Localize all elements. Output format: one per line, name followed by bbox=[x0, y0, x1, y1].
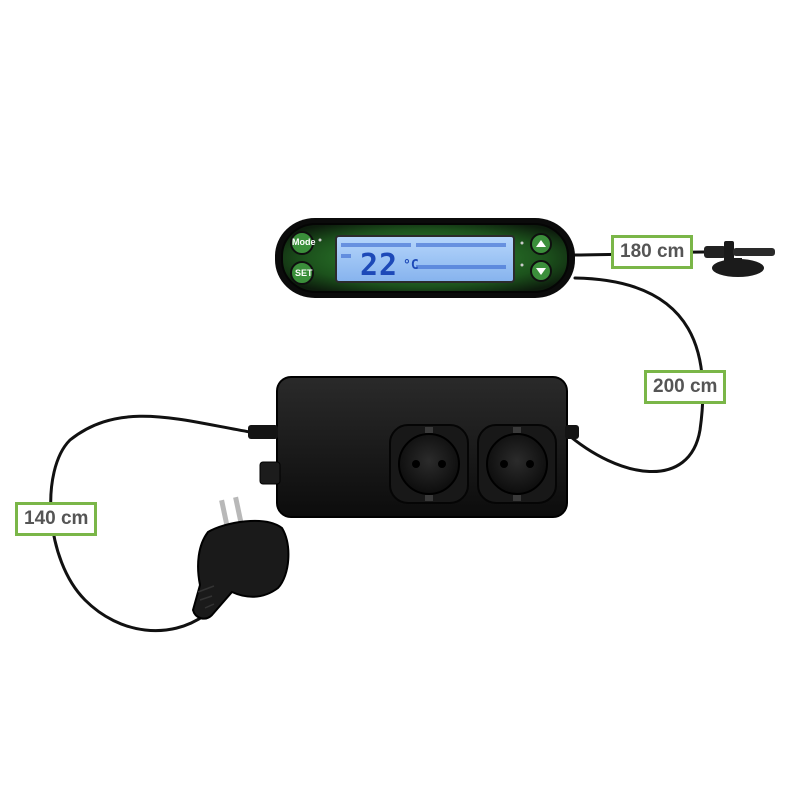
controller-unit bbox=[275, 218, 575, 298]
status-led bbox=[318, 238, 322, 242]
lcd-screen bbox=[335, 235, 515, 283]
lcd-temperature: 22 bbox=[360, 248, 399, 283]
power-plug-icon bbox=[191, 496, 290, 620]
down-arrow-icon bbox=[536, 268, 546, 275]
suction-cup-icon bbox=[704, 241, 775, 277]
controller-cable bbox=[563, 276, 705, 474]
reset-knob[interactable] bbox=[259, 461, 281, 485]
status-led bbox=[520, 241, 524, 245]
lcd-unit: °C bbox=[403, 258, 419, 273]
mode-button-label: Mode bbox=[292, 237, 316, 247]
mode-button[interactable] bbox=[290, 231, 314, 255]
power-box bbox=[248, 376, 579, 518]
up-arrow-icon bbox=[536, 240, 546, 247]
status-led bbox=[520, 263, 524, 267]
socket-icon bbox=[477, 424, 557, 504]
power-cable bbox=[49, 414, 252, 633]
down-button[interactable] bbox=[530, 260, 552, 282]
controller-cable-length-label: 200 cm bbox=[644, 370, 727, 404]
set-button[interactable] bbox=[290, 261, 314, 285]
up-button[interactable] bbox=[530, 233, 552, 255]
sensor-cable-length-label: 180 cm bbox=[611, 235, 694, 269]
power-cable-length-label: 140 cm bbox=[15, 502, 98, 536]
socket-icon bbox=[389, 424, 469, 504]
set-button-label: SET bbox=[295, 268, 313, 278]
